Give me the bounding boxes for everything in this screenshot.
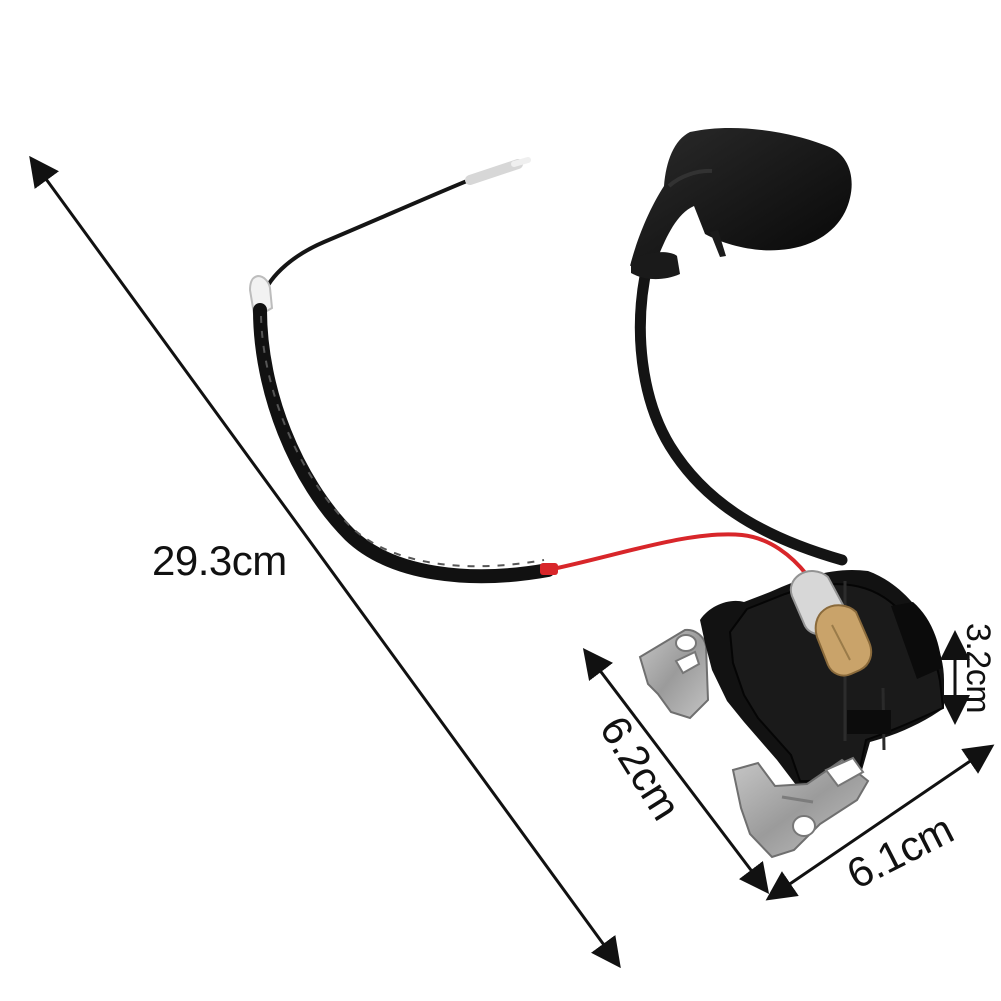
lower-mounting-bracket xyxy=(731,756,870,859)
length-dimension-arrow xyxy=(29,155,621,969)
width-dimension-arrow xyxy=(765,744,995,901)
high-tension-lead xyxy=(634,256,848,566)
height-dimension-arrow xyxy=(582,648,770,894)
red-wire xyxy=(540,532,809,577)
coil-body xyxy=(700,569,945,786)
thin-lead-wire xyxy=(260,157,531,302)
twisted-harness-wire xyxy=(253,303,555,584)
depth-dimension-label: 3.2cm xyxy=(959,622,997,714)
spade-terminal xyxy=(789,570,873,677)
upper-mounting-bracket xyxy=(638,628,710,720)
length-dimension-label: 29.3cm xyxy=(152,537,287,584)
spark-plug-boot xyxy=(630,127,852,280)
